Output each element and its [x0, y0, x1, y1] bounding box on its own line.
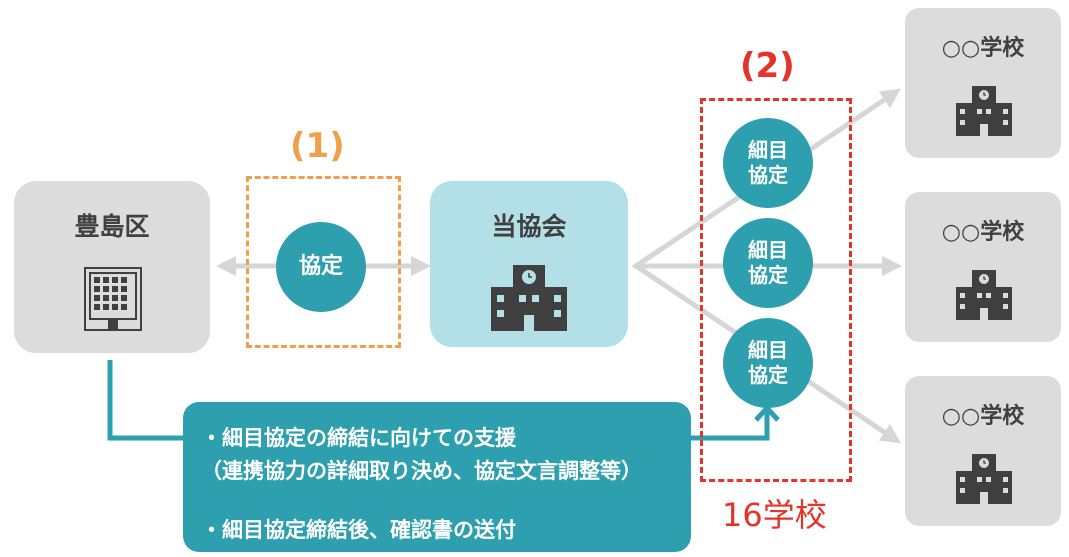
- support-callout: ・細目協定の締結に向けての支援 （連携協力の詳細取り決め、協定文言調整等） ・細…: [183, 402, 691, 552]
- school-title: ○○学校: [941, 36, 1025, 61]
- agreement-circle: 協定: [276, 222, 366, 312]
- school-building-icon: [491, 265, 567, 331]
- detail-agreement-text-line2: 協定: [748, 263, 788, 287]
- school-box-2: ○○学校: [905, 192, 1061, 342]
- detail-agreement-text-line2: 協定: [748, 363, 788, 387]
- school-count-label: 16学校: [722, 496, 827, 534]
- association-box: 当協会: [430, 181, 628, 347]
- toshima-ward-title: 豊島区: [74, 212, 150, 241]
- agreement-circle-text: 協定: [298, 254, 343, 280]
- school-title: ○○学校: [941, 404, 1025, 429]
- callout-line-2: （連携協力の詳細取り決め、協定文言調整等）: [201, 459, 642, 483]
- step2-label: (2): [740, 46, 795, 86]
- detail-agreement-text-line1: 細目: [748, 238, 788, 262]
- detail-agreement-circle-2: 細目 協定: [723, 218, 813, 308]
- step1-label: (1): [290, 126, 345, 166]
- detail-agreement-text-line1: 細目: [748, 338, 788, 362]
- school-building-icon: [956, 270, 1012, 320]
- callout-line-3: ・細目協定締結後、確認書の送付: [201, 518, 516, 542]
- callout-line-1: ・細目協定の締結に向けての支援: [201, 426, 516, 450]
- school-building-icon: [956, 86, 1012, 136]
- step2-dashed-frame: [700, 98, 852, 482]
- office-building-icon: [84, 267, 142, 331]
- support-arrow-line: [691, 412, 770, 441]
- school-box-3: ○○学校: [905, 376, 1061, 526]
- support-connector: [107, 360, 183, 441]
- detail-agreement-text-line2: 協定: [748, 163, 788, 187]
- association-title: 当協会: [491, 212, 567, 241]
- support-arrowhead: [754, 404, 780, 422]
- callout-spacer: [201, 488, 673, 514]
- toshima-ward-box: 豊島区: [14, 181, 210, 353]
- school-building-icon: [956, 454, 1012, 504]
- detail-agreement-text-line1: 細目: [748, 138, 788, 162]
- school-box-1: ○○学校: [905, 8, 1061, 158]
- detail-agreement-circle-3: 細目 協定: [723, 318, 813, 408]
- detail-agreement-circle-1: 細目 協定: [723, 118, 813, 208]
- step1-dashed-frame: [246, 176, 401, 348]
- school-title: ○○学校: [941, 220, 1025, 245]
